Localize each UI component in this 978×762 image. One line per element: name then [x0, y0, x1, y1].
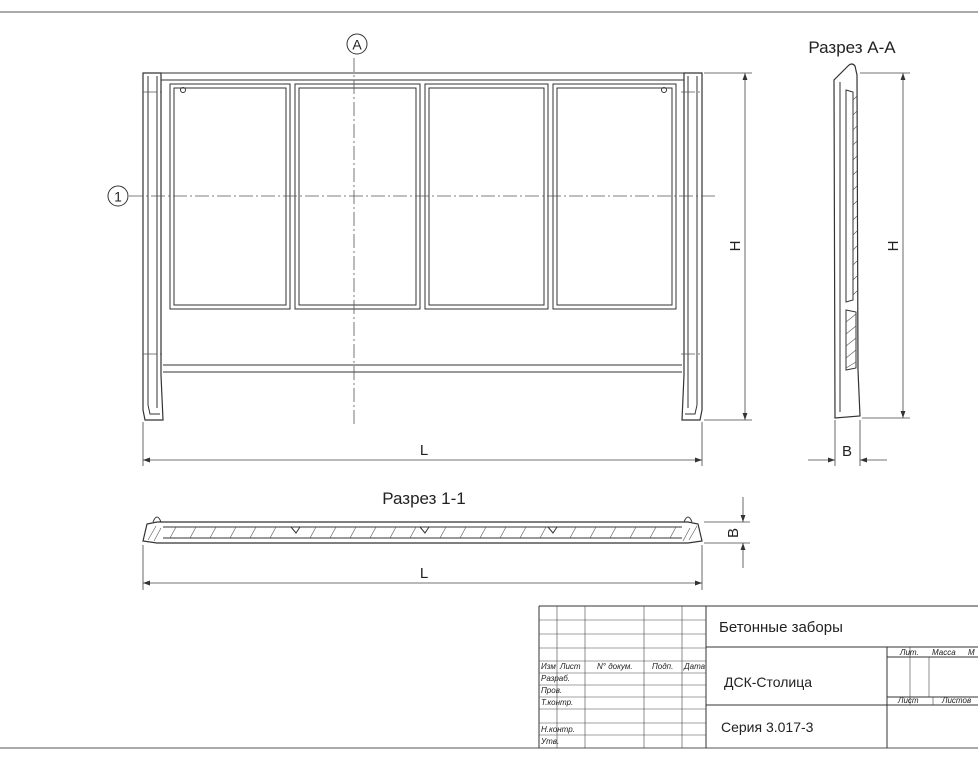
dimension-length-main [142, 422, 703, 466]
dimension-thickness-aa [808, 420, 887, 466]
section-aa-title: Разрез А-А [808, 38, 896, 57]
fence-panel-front-view [142, 72, 703, 421]
axis-marker-1: 1 [107, 185, 129, 207]
dimension-thickness-11-label: B [725, 528, 742, 538]
tb-row-tech-control: Т.контр. [541, 698, 573, 707]
section-11-hatch [147, 525, 698, 542]
tb-row-checked: Пров. [541, 686, 562, 695]
dimension-length-11-label: L [420, 565, 428, 582]
axis-marker-a: A [346, 33, 368, 55]
axis-lines [129, 58, 718, 425]
left-post [142, 72, 164, 421]
tb-header-date: Дата [683, 662, 706, 671]
section-aa-profile [833, 63, 861, 419]
dimension-length-11 [142, 545, 703, 590]
dimension-height-main [704, 72, 752, 421]
tb-lit-label: Лит. [899, 648, 919, 657]
svg-text:1: 1 [114, 189, 122, 205]
panel-window-2 [294, 83, 421, 310]
tb-row-developed: Разраб. [541, 674, 570, 683]
tb-header-signature: Подп. [652, 662, 673, 671]
dimension-length-main-label: L [420, 442, 428, 459]
dimension-height-main-label: H [727, 241, 744, 252]
svg-text:A: A [352, 37, 362, 53]
dimension-thickness-aa-label: B [842, 443, 852, 460]
section-11-profile [142, 516, 703, 544]
tb-scale-label: М [968, 648, 975, 657]
tb-header-doc-number: N° докум. [597, 662, 633, 671]
title-block: Бетонные заборы ДСК-Столица Серия 3.017-… [538, 605, 978, 748]
sheet-frame [0, 11, 978, 749]
lifting-hole-left [180, 87, 186, 93]
section-11-title: Разрез 1-1 [382, 489, 465, 508]
panel-window-1 [169, 83, 291, 310]
lifting-hole-right [661, 87, 667, 93]
tb-header-change: Изм [541, 662, 556, 671]
tb-row-approved: Утв. [540, 737, 559, 746]
panel-slab [161, 72, 684, 373]
dimension-height-aa-label: H [885, 241, 902, 252]
tb-sheets-label: Листов [941, 696, 971, 705]
dimension-thickness-11 [704, 497, 750, 568]
panel-window-3 [424, 83, 549, 310]
tb-row-norm-control: Н.контр. [541, 725, 575, 734]
tb-mass-label: Масса [932, 648, 956, 657]
tb-header-sheet: Лист [559, 662, 581, 671]
tb-sheet-label: Лист [897, 696, 919, 705]
title-block-series: Серия 3.017-3 [721, 719, 814, 735]
dimension-height-aa [860, 72, 910, 419]
title-block-title: Бетонные заборы [719, 619, 843, 636]
title-block-organization: ДСК-Столица [724, 674, 812, 690]
panel-window-4 [552, 83, 677, 310]
right-post [681, 72, 703, 421]
section-aa-hatch [845, 95, 858, 369]
